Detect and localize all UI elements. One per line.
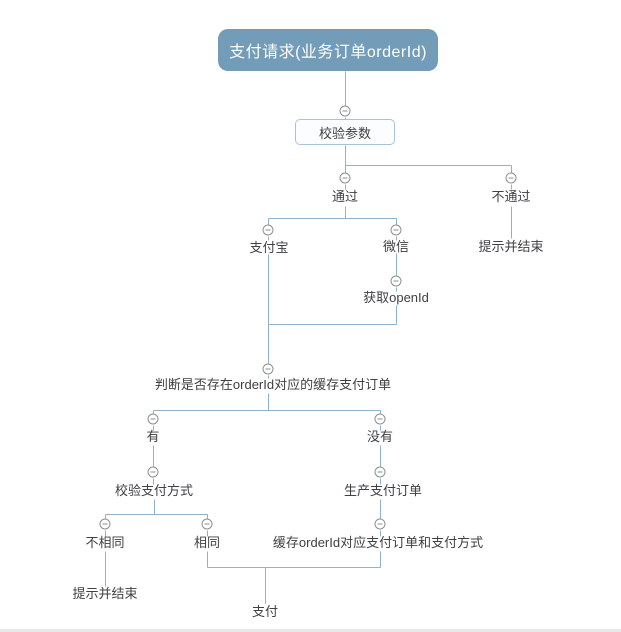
collapse-toggle-minus-icon[interactable] (262, 224, 274, 236)
collapse-toggle-minus-icon[interactable] (262, 363, 274, 375)
collapse-toggle-minus-icon[interactable] (99, 518, 111, 530)
node-pass[interactable]: 通过 (331, 189, 359, 204)
window-bottom-edge (0, 629, 621, 632)
node-same[interactable]: 相同 (193, 535, 221, 550)
node-pay[interactable]: 支付 (251, 604, 279, 619)
collapse-toggle-minus-icon[interactable] (339, 105, 351, 117)
node-not-exists[interactable]: 没有 (366, 429, 394, 444)
node-create-pay-order[interactable]: 生产支付订单 (343, 483, 423, 498)
node-get-openid[interactable]: 获取openId (363, 290, 429, 305)
collapse-toggle-minus-icon[interactable] (374, 413, 386, 425)
node-verify-pay-method[interactable]: 校验支付方式 (114, 483, 194, 498)
node-payment-request[interactable]: 支付请求(业务订单orderId) (218, 29, 438, 71)
node-different[interactable]: 不相同 (85, 535, 125, 550)
node-wechat[interactable]: 微信 (382, 239, 410, 254)
collapse-toggle-minus-icon[interactable] (339, 172, 351, 184)
node-alipay[interactable]: 支付宝 (249, 240, 289, 255)
node-different-end[interactable]: 提示并结束 (72, 586, 138, 601)
collapse-toggle-minus-icon[interactable] (374, 466, 386, 478)
collapse-toggle-minus-icon[interactable] (147, 466, 159, 478)
collapse-toggle-minus-icon[interactable] (390, 224, 402, 236)
node-fail[interactable]: 不通过 (491, 189, 531, 204)
collapse-toggle-minus-icon[interactable] (147, 413, 159, 425)
collapse-toggle-minus-icon[interactable] (201, 518, 213, 530)
collapse-toggle-minus-icon[interactable] (390, 275, 402, 287)
collapse-toggle-minus-icon[interactable] (505, 172, 517, 184)
node-exists[interactable]: 有 (146, 429, 160, 444)
node-fail-end[interactable]: 提示并结束 (478, 239, 544, 254)
collapse-toggle-minus-icon[interactable] (374, 518, 386, 530)
node-cache-order[interactable]: 缓存orderId对应支付订单和支付方式 (272, 535, 484, 550)
node-check-cached-order[interactable]: 判断是否存在orderId对应的缓存支付订单 (154, 377, 392, 392)
node-check-params[interactable]: 校验参数 (295, 119, 395, 145)
